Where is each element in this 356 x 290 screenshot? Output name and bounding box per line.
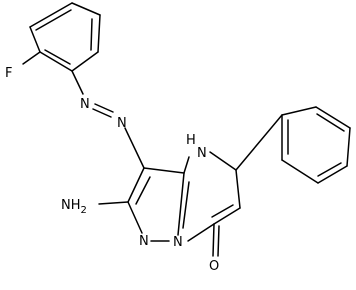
bond: [39, 51, 73, 72]
bridge-n-label: N: [173, 235, 183, 250]
bond: [29, 26, 41, 53]
bond-inner: [44, 49, 71, 65]
azo-n1-label: N: [80, 97, 90, 112]
bond: [213, 207, 241, 225]
bond: [235, 169, 241, 209]
bond-inner: [35, 9, 72, 31]
bond: [143, 167, 185, 174]
bond-c-f: [22, 51, 41, 65]
fluorine-label: F: [5, 66, 12, 81]
bond: [346, 127, 351, 167]
carbonyl-o-label: O: [209, 259, 219, 274]
amino-label: NH2: [61, 198, 87, 216]
phenyl-ring: [281, 106, 351, 184]
bond-c-nh2: [98, 201, 129, 205]
bond: [127, 201, 143, 234]
bond-inner: [90, 18, 93, 51]
bond: [127, 167, 145, 203]
bond-inner: [316, 113, 345, 132]
bond-to-phenyl: [235, 114, 283, 171]
bond-c-n: [71, 70, 84, 95]
bond-n-n-double: [94, 103, 114, 113]
bond: [71, 2, 101, 16]
fluorophenyl-ring: [29, 2, 101, 72]
pyrazole-n-label: N: [139, 234, 149, 249]
bond-inner: [135, 176, 151, 205]
azo-n2-label: N: [117, 116, 127, 131]
bond: [187, 223, 215, 242]
bond-c-o: [212, 223, 215, 257]
bond: [281, 106, 317, 116]
bond: [317, 165, 348, 184]
bond-inner: [182, 181, 190, 229]
ring-nh-h-label: H: [186, 133, 196, 148]
bond-c-o-double: [217, 225, 220, 257]
bond: [209, 151, 237, 171]
bond-inner: [211, 204, 234, 218]
ring-nh-n-label: N: [197, 146, 207, 161]
bond: [29, 2, 73, 28]
bond-to-nh: [183, 156, 190, 174]
bond-inner: [317, 162, 342, 177]
bond: [315, 106, 351, 129]
bond-n-c: [124, 127, 145, 169]
bond: [177, 172, 185, 236]
bond: [281, 159, 319, 184]
bond-n-n: [92, 108, 112, 118]
bond: [71, 51, 99, 72]
bond: [97, 14, 101, 53]
